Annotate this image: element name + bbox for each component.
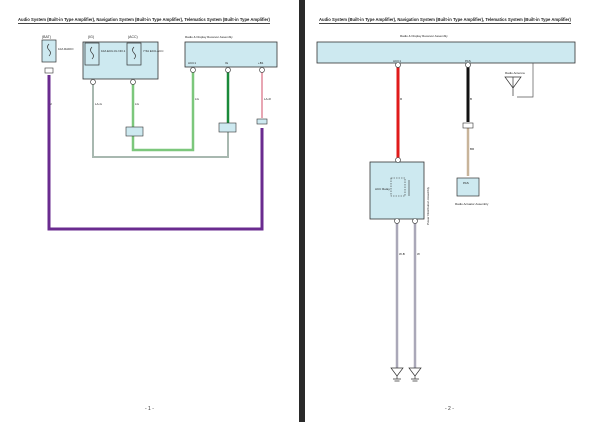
page-divider bbox=[299, 0, 305, 422]
wiring-diagram-2: Radio & Display Receiver Assembly ACC1 P… bbox=[316, 34, 576, 382]
receiver-assembly bbox=[184, 41, 278, 68]
wire-label: W bbox=[417, 252, 420, 256]
pin-label: IG bbox=[225, 61, 229, 65]
wire-label: LG bbox=[195, 97, 200, 101]
diagram-page-2: Audio System (Built-in Type Amplifier), … bbox=[305, 0, 600, 422]
pin bbox=[259, 67, 265, 73]
fuse-bat bbox=[41, 39, 57, 63]
wire-light-green bbox=[131, 72, 195, 152]
junction-connector bbox=[125, 126, 144, 137]
radio-actuator bbox=[456, 177, 480, 197]
wire-label: W-B bbox=[399, 252, 405, 256]
wire-label: LG bbox=[135, 102, 140, 106]
wire-label: B bbox=[470, 97, 472, 101]
antenna-wire bbox=[517, 63, 534, 98]
antenna-label: Radio Antenna bbox=[505, 71, 525, 75]
wire-gray bbox=[92, 80, 229, 158]
relay bbox=[390, 177, 406, 197]
fuse-acc bbox=[126, 42, 142, 66]
fuse-terminal-acc: (ACC) bbox=[128, 35, 138, 39]
diagram-page-1: Audio System (Built-in Type Amplifier), … bbox=[0, 0, 299, 422]
pin bbox=[394, 218, 400, 224]
pin bbox=[395, 157, 401, 163]
pin-label: PAS bbox=[465, 59, 471, 63]
wire-label: BR bbox=[470, 147, 475, 151]
page-header: Audio System (Built-in Type Amplifier), … bbox=[18, 17, 270, 24]
page-header: Audio System (Built-in Type Amplifier), … bbox=[319, 17, 571, 24]
fuse-terminal-bat: (BAT) bbox=[42, 35, 51, 39]
receiver-assembly bbox=[316, 41, 576, 64]
fuse-icon bbox=[47, 43, 51, 57]
wiring-diagram-1: (BAT) 10A RADIO (IG) 10A ECU-IG NO.1 (AC… bbox=[41, 35, 278, 231]
relay-block-label: Power Distribution Assembly bbox=[426, 186, 430, 225]
junction-connector bbox=[218, 122, 237, 133]
pin bbox=[465, 62, 471, 68]
junction-connector bbox=[256, 118, 268, 125]
actuator-label: Radio Actuator Assembly bbox=[455, 202, 489, 206]
relay-label: ACC Relay bbox=[375, 187, 390, 191]
connector bbox=[44, 67, 54, 74]
fuse-icon bbox=[132, 46, 136, 60]
receiver-label: Radio & Display Receiver Assembly bbox=[400, 34, 448, 38]
page-number: - 2 - bbox=[445, 406, 454, 412]
pin bbox=[190, 67, 196, 73]
pin-label: +B1 bbox=[258, 61, 264, 65]
fuse-label-ig: 10A ECU-IG NO.1 bbox=[101, 49, 126, 53]
ground-icon bbox=[408, 367, 422, 382]
receiver-label: Radio & Display Receiver Assembly bbox=[185, 35, 233, 39]
connector bbox=[462, 122, 474, 129]
pin bbox=[225, 67, 231, 73]
actuator-pin: PAS bbox=[463, 181, 469, 185]
pin bbox=[130, 79, 136, 85]
wire-label: V bbox=[50, 102, 52, 106]
ground-icon bbox=[390, 367, 404, 382]
fuse-label-bat: 10A RADIO bbox=[58, 47, 74, 51]
fuse-icon bbox=[90, 46, 94, 60]
pin-label: ACC1 bbox=[393, 59, 401, 63]
page-number: - 1 - bbox=[145, 406, 154, 412]
pin bbox=[90, 79, 96, 85]
fuse-ig bbox=[84, 42, 100, 66]
wire-label: LA-R bbox=[264, 97, 272, 101]
wire-label: LA-G bbox=[95, 102, 103, 106]
fuse-terminal-ig: (IG) bbox=[88, 35, 94, 39]
wire-violet bbox=[47, 75, 264, 231]
pin-label: ACC1 bbox=[188, 61, 196, 65]
wire-label: R bbox=[400, 97, 403, 101]
antenna-icon bbox=[504, 76, 522, 96]
power-distribution-assembly bbox=[369, 161, 425, 220]
fuse-label-acc: 7.5A ECU-ACC bbox=[143, 49, 164, 53]
pin bbox=[395, 62, 401, 68]
pin bbox=[412, 218, 418, 224]
